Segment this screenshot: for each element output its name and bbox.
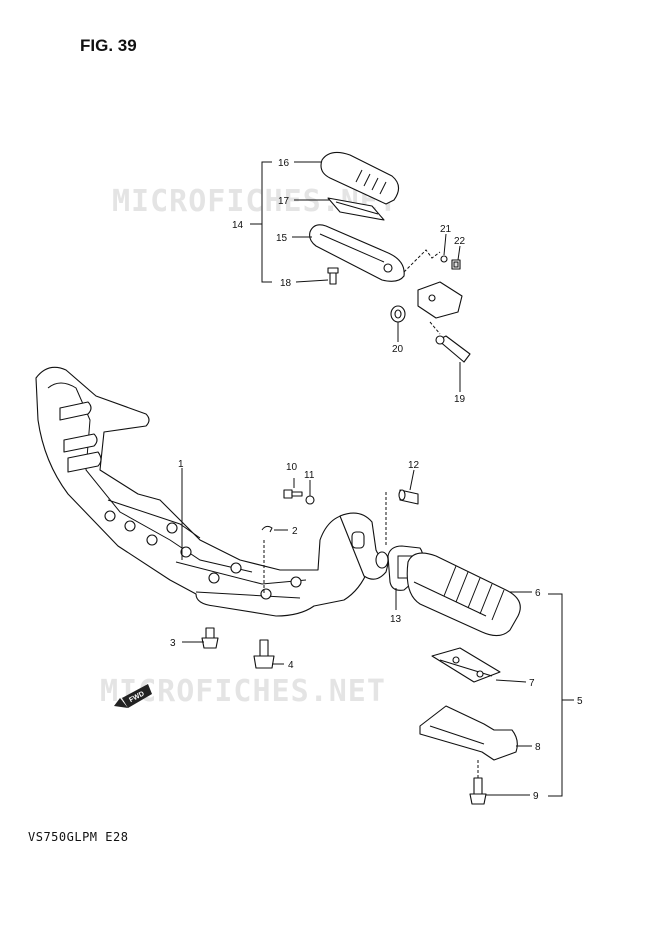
callout-9: 9	[533, 791, 539, 802]
callout-16: 16	[278, 158, 290, 169]
part-11-washer	[305, 495, 315, 505]
figure-title: FIG. 39	[80, 36, 137, 55]
part-7-plate	[431, 647, 501, 683]
part-19-pin	[435, 335, 471, 363]
bracket-14	[250, 161, 272, 283]
part-4-bolt	[253, 639, 275, 669]
part-21-pin	[440, 255, 448, 263]
model-code: VS750GLPM E28	[28, 830, 129, 844]
callout-15: 15	[276, 233, 288, 244]
callout-12: 12	[408, 460, 420, 471]
part-16-rubber	[320, 151, 400, 205]
callout-18: 18	[280, 278, 292, 289]
callout-13: 13	[390, 614, 402, 625]
callout-11: 11	[304, 470, 315, 481]
fwd-arrow-icon: FWD	[114, 684, 152, 708]
callout-3: 3	[170, 638, 176, 649]
callout-6: 6	[535, 588, 541, 599]
part-10-bolt	[283, 489, 303, 499]
part-12-cap	[398, 489, 419, 505]
bracket-5	[548, 593, 574, 797]
part-20-washer	[390, 305, 406, 323]
part-8-bracket	[419, 705, 518, 761]
callout-1: 1	[178, 459, 184, 470]
callout-2: 2	[292, 526, 298, 537]
part-2-clip	[261, 525, 273, 533]
callout-5: 5	[577, 696, 583, 707]
part-17-plate	[327, 197, 385, 221]
part-9-bolt	[469, 777, 487, 805]
callout-4: 4	[288, 660, 294, 671]
part-3-bolt	[201, 627, 219, 649]
part-22-nut	[451, 259, 461, 270]
callout-19: 19	[454, 394, 466, 405]
part-6-rubber	[406, 552, 521, 637]
callout-20: 20	[392, 344, 404, 355]
callout-8: 8	[535, 742, 541, 753]
callout-7: 7	[529, 678, 535, 689]
part-15-bracket	[309, 224, 405, 282]
hinge-block	[417, 281, 463, 319]
callout-22: 22	[454, 236, 466, 247]
callout-10: 10	[286, 462, 298, 473]
callout-14: 14	[232, 220, 244, 231]
part-18-bolt	[327, 267, 339, 285]
callout-17: 17	[278, 196, 290, 207]
part-1-frame	[35, 366, 391, 617]
callout-21: 21	[440, 224, 452, 235]
